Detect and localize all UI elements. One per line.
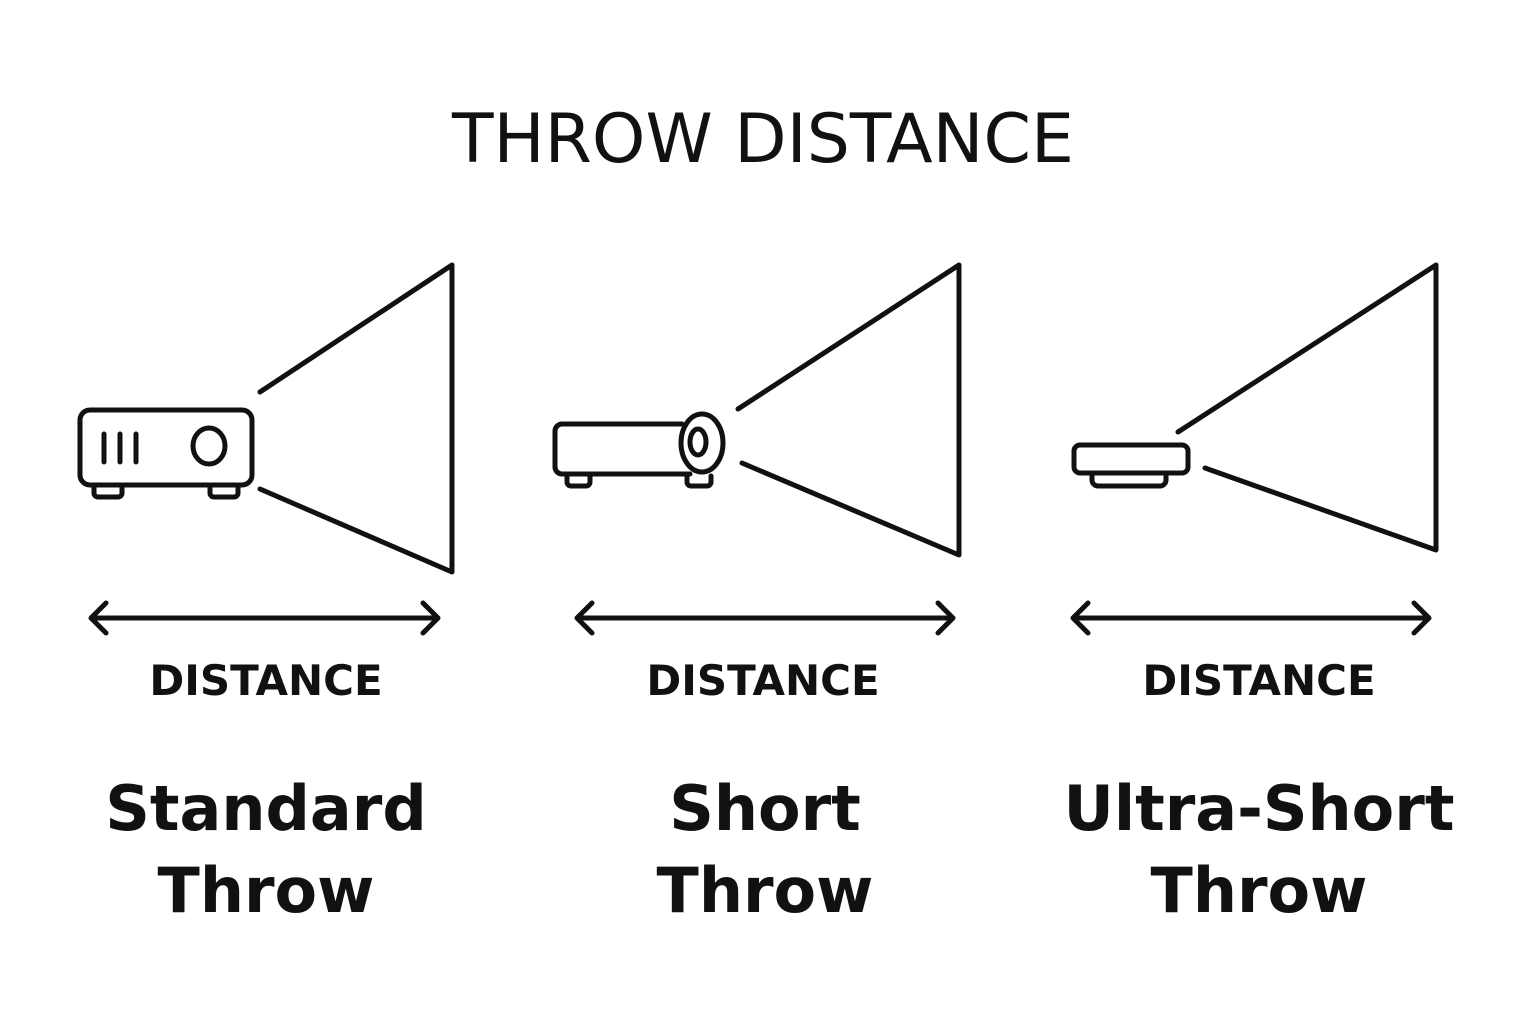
distance-label: DISTANCE [1142,656,1375,705]
panel-name-line2: Throw [158,854,375,927]
distance-arrow-icon [574,600,956,636]
short-throw-projector-icon [552,411,726,489]
panel-name-line2: Throw [1151,854,1368,927]
projection-beam-icon [1175,262,1439,553]
distance-label: DISTANCE [646,656,879,705]
distance-label: DISTANCE [149,656,382,705]
standard-projector-icon [77,407,255,500]
panel-ultra-short-throw: DISTANCE Ultra-Short Throw [1064,262,1455,927]
panel-short-throw: DISTANCE Short Throw [552,262,962,927]
projection-beam-icon [735,262,962,558]
panel-name-line1: Ultra-Short [1064,772,1455,845]
panel-name-line2: Throw [657,854,874,927]
distance-arrow-icon [88,600,441,636]
projection-beam-icon [257,262,455,575]
panel-name-line1: Short [669,772,861,845]
panel-name-line1: Standard [105,772,426,845]
panel-standard-throw: DISTANCE Standard Throw [77,262,455,927]
ultra-short-throw-projector-icon [1071,442,1191,489]
distance-arrow-icon [1070,600,1432,636]
diagram-title: THROW DISTANCE [451,100,1074,179]
